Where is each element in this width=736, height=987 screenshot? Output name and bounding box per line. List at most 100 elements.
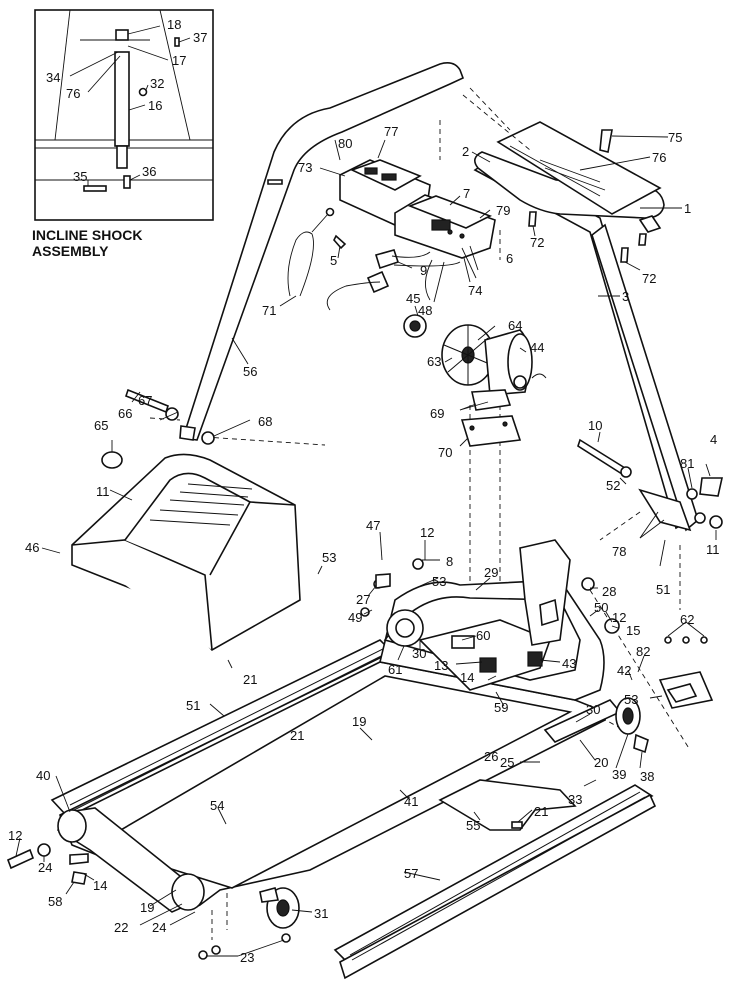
callout-30-upper: 61	[388, 662, 402, 677]
rail-hardware-left	[101, 388, 215, 469]
callout-13: 82	[636, 644, 650, 659]
callout-numbers: 75 76 80 77 73 2 7 79 1 72 6 72 5 9 74 7…	[8, 124, 720, 965]
callout-48: 48	[418, 303, 432, 318]
callout-61: 62	[680, 612, 694, 627]
callout-12-right: 50	[594, 600, 608, 615]
callout-37: 37	[193, 30, 207, 45]
callout-53-mid: 53	[322, 550, 336, 565]
callout-82: 43	[562, 656, 576, 671]
callout-6: 6	[506, 251, 513, 266]
inset-caption-line1: INCLINE SHOCK	[32, 227, 142, 243]
callout-60: 30	[412, 646, 426, 661]
callout-17: 17	[172, 53, 186, 68]
callout-50: 27	[356, 592, 370, 607]
callout-43: 60	[476, 628, 490, 643]
callout-73: 73	[298, 160, 312, 175]
callout-21-lower: 54	[210, 798, 224, 813]
callout-2: 2	[462, 144, 469, 159]
callout-19-left: 51	[186, 698, 200, 713]
callout-34: 34	[46, 70, 60, 85]
callout-38: 39	[612, 767, 626, 782]
drive-motor	[403, 314, 547, 447]
callout-58: 14	[93, 878, 107, 893]
callout-10: 10	[588, 418, 602, 433]
callout-79: 79	[496, 203, 510, 218]
callout-24-right: 22	[114, 920, 128, 935]
treadmill-frame	[6, 539, 714, 980]
callout-12-lower: 21	[534, 804, 548, 819]
callout-69: 69	[430, 406, 444, 421]
callout-23: 24	[152, 920, 166, 935]
callout-29: 53	[432, 574, 446, 589]
motor-hood	[71, 453, 301, 652]
inset-caption-line2: ASSEMBLY	[32, 243, 109, 259]
callout-42: 13	[434, 658, 448, 673]
callout-31: 19	[140, 900, 154, 915]
callout-22: 31	[314, 906, 328, 921]
callout-59: 53	[624, 692, 638, 707]
callout-67: 67	[138, 393, 152, 408]
callout-64: 64	[508, 318, 522, 333]
callout-55: 41	[404, 794, 418, 809]
callout-18: 18	[167, 17, 181, 32]
callout-54: 55	[466, 818, 480, 833]
handrail-assembly	[179, 62, 699, 532]
callout-12-bottom: 23	[240, 950, 254, 965]
callout-80: 80	[338, 136, 352, 151]
callout-16: 16	[148, 98, 162, 113]
callout-75: 75	[668, 130, 682, 145]
callout-45: 45	[406, 291, 420, 306]
callout-44: 44	[530, 340, 544, 355]
callout-4: 4	[710, 432, 717, 447]
callout-62: 15	[626, 623, 640, 638]
callout-66: 66	[118, 406, 132, 421]
callout-76: 76	[652, 150, 666, 165]
callout-77: 77	[384, 124, 398, 139]
callout-15: 12	[612, 610, 626, 625]
callout-76: 76	[66, 86, 80, 101]
callout-40: 38	[640, 769, 654, 784]
callout-26: 21	[290, 728, 304, 743]
callout-63: 63	[427, 354, 441, 369]
callout-28: 29	[484, 565, 498, 580]
callout-72-left: 72	[530, 235, 544, 250]
callout-12-top: 47	[366, 518, 380, 533]
callout-11-upper: 52	[606, 478, 620, 493]
callout-35: 35	[73, 169, 87, 184]
callout-14-left: 24	[38, 860, 52, 875]
callout-14-right: 42	[617, 663, 631, 678]
callout-19-right: 57	[404, 866, 418, 881]
callout-52: 11	[96, 484, 110, 499]
callout-51-lower: 30	[586, 702, 600, 717]
callout-78: 51	[656, 582, 670, 597]
callout-41: 33	[568, 792, 582, 807]
callout-5: 5	[330, 253, 337, 268]
callout-9: 9	[420, 263, 427, 278]
callout-49: 28	[602, 584, 616, 599]
callout-72-right: 72	[642, 271, 656, 286]
callout-57: 58	[48, 894, 62, 909]
callout-32: 32	[150, 76, 164, 91]
callout-7: 7	[463, 186, 470, 201]
inset-labels: 18 37 17 34 76 32 16 35 36 INCLINE SHOCK…	[32, 17, 207, 259]
callout-1: 1	[684, 201, 691, 216]
callout-25: 40	[36, 768, 50, 783]
callout-leaders	[15, 135, 717, 957]
callout-20: 26	[484, 749, 498, 764]
callout-56: 56	[243, 364, 257, 379]
callout-3: 3	[622, 289, 629, 304]
callout-53-left: 46	[25, 540, 39, 555]
callout-81: 81	[680, 456, 694, 471]
callout-53-bottom: 21	[243, 672, 257, 687]
display-consoles	[339, 159, 496, 259]
callout-68: 68	[258, 414, 272, 429]
callout-71: 71	[262, 303, 276, 318]
incline-shock-inset	[34, 9, 214, 221]
callout-21-upper: 14	[460, 670, 474, 685]
callout-47: 78	[612, 544, 626, 559]
callout-65: 65	[94, 418, 108, 433]
callout-39: 20	[594, 755, 608, 770]
callout-74: 74	[468, 283, 482, 298]
callout-70: 70	[438, 445, 452, 460]
